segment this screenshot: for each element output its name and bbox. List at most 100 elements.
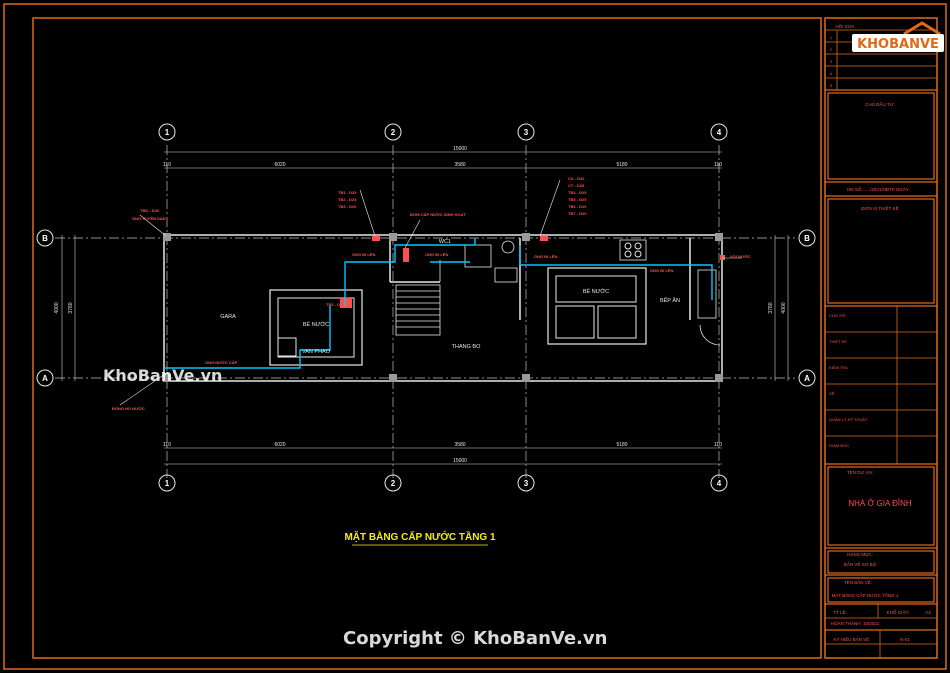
drawing-title: MẶT BẰNG CẤP NƯỚC TẦNG 1 bbox=[344, 530, 496, 543]
axis-label-a-right: A bbox=[804, 374, 810, 383]
tb-paper-value: A3 bbox=[925, 610, 931, 615]
note-pipe-d: CX - D32 bbox=[568, 176, 585, 181]
label-tank-right: BỂ NƯỚC bbox=[583, 288, 609, 295]
axis-bubble-3-top bbox=[517, 123, 535, 141]
tb-date-line: HOÀN THÀNH: 10/2021 bbox=[831, 620, 880, 626]
dim-height-inner-left: 3780 bbox=[68, 302, 74, 313]
grid-lines bbox=[55, 145, 795, 478]
tb-staff-1: CHỦ TRÌ bbox=[829, 313, 845, 318]
tb-sheet-name-value: MẶT BẰNG CẤP NƯỚC TẦNG 1 bbox=[832, 591, 899, 598]
note-from-city: ỐNG NƯỚC CẤP bbox=[205, 360, 238, 365]
note-up1: ỐNG ĐI LÊN bbox=[352, 252, 375, 257]
axis-bubble-b-right bbox=[798, 229, 816, 247]
axis-bubble-2-top bbox=[384, 123, 402, 141]
khobanve-logo: KHOBANVE bbox=[852, 20, 944, 54]
axis-label-3-top: 3 bbox=[524, 128, 529, 137]
axis-bubble-3-bottom bbox=[517, 474, 535, 492]
note-up4: ỐNG ĐI LÊN bbox=[650, 268, 673, 273]
title-block-grid bbox=[825, 89, 937, 631]
note-up2: ỐNG ĐI LÊN bbox=[425, 252, 448, 257]
note-pipe-left: TBD - D40 bbox=[140, 208, 160, 213]
axis-label-1-top: 1 bbox=[165, 128, 170, 137]
column-2a bbox=[389, 374, 397, 382]
tb-rev-4: 4 bbox=[830, 71, 833, 76]
note-tank-pump: TB3 - D20 bbox=[326, 302, 345, 307]
wc-fixtures bbox=[439, 240, 518, 283]
logo-house-icon: KHOBANVE bbox=[852, 21, 944, 52]
stove bbox=[619, 239, 647, 261]
axis-label-1-bottom: 1 bbox=[165, 479, 170, 488]
tank-manhole bbox=[277, 337, 297, 357]
fitting-1 bbox=[372, 236, 380, 241]
note-water-meter: ĐỒNG HỒ NƯỚC bbox=[112, 406, 145, 411]
axis-bubble-2-bottom bbox=[384, 474, 402, 492]
column-4b bbox=[715, 233, 723, 241]
tb-rev-1: 1 bbox=[830, 35, 833, 40]
axis-label-4-bottom: 4 bbox=[717, 479, 722, 488]
leader-lines bbox=[119, 179, 742, 406]
stove-burner-4 bbox=[634, 250, 642, 258]
tb-contract-line: HĐ SỐ ....../2021/HĐTK NGÀY bbox=[847, 186, 909, 192]
dim-span3-bottom: 5180 bbox=[616, 442, 627, 448]
note-pipe-g: TB5 - D25 bbox=[568, 197, 587, 202]
axis-label-b-right: B bbox=[804, 234, 810, 243]
logo-text: KHOBANVE bbox=[857, 37, 939, 52]
kitchen-tank-outer bbox=[547, 267, 647, 345]
note-up3: ỐNG ĐI LÊN bbox=[534, 254, 557, 259]
dim-span3-top: 5180 bbox=[616, 162, 627, 168]
tb-rev-3: 3 bbox=[830, 59, 833, 64]
tb-rev-5: 5 bbox=[830, 83, 833, 88]
tb-project-name: NHÀ Ở GIA ĐÌNH bbox=[848, 499, 912, 508]
dim-right-end-top: 110 bbox=[714, 162, 722, 168]
water-pipes bbox=[164, 238, 713, 369]
revision-table bbox=[825, 29, 937, 658]
watermark-copyright: Copyright © KhoBanVe.vn bbox=[343, 628, 608, 649]
dim-height-outer-right: 4000 bbox=[781, 302, 787, 313]
tb-staff-3: KIỂM TRA bbox=[829, 365, 848, 370]
column-3b bbox=[522, 233, 530, 241]
faucet-fitting bbox=[720, 255, 725, 260]
tb-sheet-no-value: N-01 bbox=[900, 637, 910, 642]
tb-sheet-name-label: TÊN BẢN VẼ: bbox=[844, 578, 872, 585]
kitchen-tank-top bbox=[555, 275, 637, 303]
stove-burner-3 bbox=[624, 250, 632, 258]
tb-paper-label: KHỔ GIẤY: bbox=[887, 609, 910, 615]
axis-bubble-1-bottom bbox=[158, 474, 176, 492]
axis-label-3-bottom: 3 bbox=[524, 479, 529, 488]
column-2b bbox=[389, 233, 397, 241]
dim-left-end-top: 110 bbox=[163, 162, 171, 168]
tb-sheet-no-label: KÝ HIỆU BẢN VẼ: bbox=[833, 635, 870, 642]
kitchen-tank-right bbox=[597, 305, 637, 339]
title-block-frame bbox=[824, 17, 938, 659]
axis-label-2-top: 2 bbox=[391, 128, 396, 137]
tb-scale-label: TỶ LỆ: bbox=[833, 608, 847, 615]
tb-staff-5: QUẢN LÝ KỸ THUẬT bbox=[829, 417, 868, 422]
dim-height-outer-left: 4000 bbox=[54, 302, 60, 313]
room-wc: WC1 bbox=[439, 239, 451, 245]
tb-designer-label: ĐƠN VỊ THIẾT KẾ bbox=[861, 205, 898, 211]
axis-label-4-top: 4 bbox=[717, 128, 722, 137]
column-3a bbox=[522, 374, 530, 382]
stair-treads bbox=[395, 284, 441, 336]
tb-owner-label: CHỦ ĐẦU TƯ: bbox=[865, 101, 895, 107]
kitchen-sink bbox=[697, 269, 717, 319]
note-pump: BƠM CẤP NƯỚC SINH HOẠT bbox=[410, 212, 466, 217]
tank-pump-marker bbox=[340, 298, 352, 308]
tb-revision-header: HỒI SỬA bbox=[835, 23, 854, 29]
note-pipe-b: TB2 - D25 bbox=[338, 197, 357, 202]
axis-bubble-1-top bbox=[158, 123, 176, 141]
note-faucet: VÒI NƯỚC bbox=[730, 254, 751, 259]
axis-label-a-left: A bbox=[42, 374, 48, 383]
column-1a bbox=[163, 374, 171, 382]
dim-overall-top: 15000 bbox=[453, 146, 467, 152]
door-swing bbox=[699, 324, 721, 346]
dim-span1-bottom: 6020 bbox=[274, 442, 285, 448]
drawing-frame bbox=[32, 17, 822, 659]
dim-height-inner-right: 3780 bbox=[768, 302, 774, 313]
kitchen-tank-left bbox=[555, 305, 595, 339]
dim-span2-top: 3580 bbox=[454, 162, 465, 168]
dim-span1-top: 6020 bbox=[274, 162, 285, 168]
axis-bubble-4-top bbox=[710, 123, 728, 141]
note-pipe-a: TB1 - D25 bbox=[338, 190, 357, 195]
